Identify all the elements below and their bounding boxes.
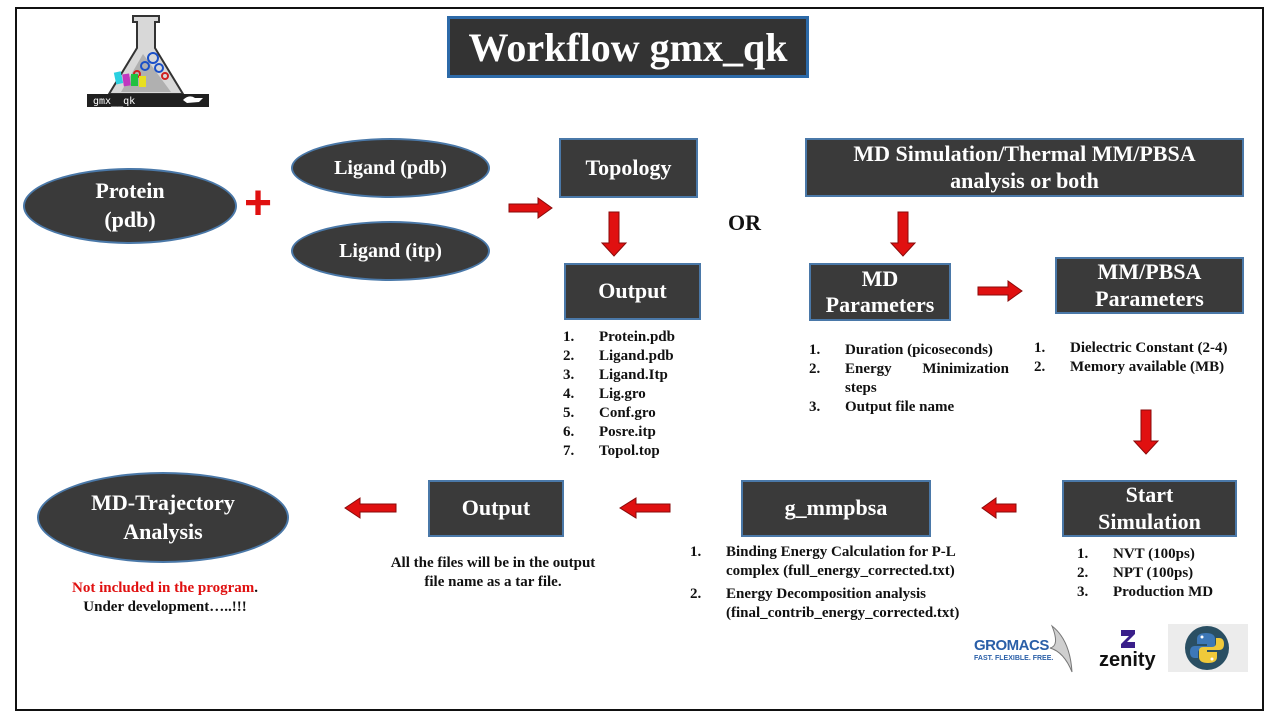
md-parameters-box: MD Parameters	[809, 263, 951, 321]
arrow-right-to-mmpbsa	[977, 280, 1023, 302]
list-item: 4.Lig.gro	[563, 386, 646, 402]
list-item: 3.Production MD	[1077, 584, 1214, 600]
list-item: 2.NPT (100ps)	[1077, 565, 1194, 581]
list-item: 2.Energy Minimization steps	[809, 361, 1009, 396]
md-choice-box: MD Simulation/Thermal MM/PBSA analysis o…	[805, 138, 1244, 197]
python-icon	[1185, 626, 1229, 670]
g-mmpbsa-box: g_mmpbsa	[741, 480, 931, 537]
arrow-left-to-output	[619, 497, 671, 519]
or-label: OR	[728, 210, 761, 235]
topology-output-list: 1.Protein.pdb 2.Ligand.pdb 3.Ligand.Itp …	[563, 328, 723, 461]
gmx-qk-flask-logo: gmx__qk	[87, 15, 209, 107]
zenity-z-icon	[1121, 630, 1135, 648]
zenity-logo: zenity	[1096, 628, 1162, 674]
gmx-qk-logo-label: gmx__qk	[93, 96, 135, 107]
final-output-box: Output	[428, 480, 564, 537]
list-item: 1.Duration (picoseconds)	[809, 342, 993, 358]
list-item: 7.Topol.top	[563, 443, 660, 459]
analysis-note: Not included in the program. Under devel…	[40, 579, 290, 617]
mmpbsa-parameters-box: MM/PBSA Parameters	[1055, 257, 1244, 314]
workflow-title: Workflow gmx_qk	[447, 16, 809, 78]
gromacs-tagline: FAST. FLEXIBLE. FREE.	[974, 655, 1054, 662]
arrow-down-to-md-params	[889, 211, 917, 257]
arrow-left-to-g-mmpbsa	[981, 497, 1017, 519]
final-output-note: All the files will be in the output file…	[390, 555, 596, 590]
ligand-pdb-node: Ligand (pdb)	[291, 138, 490, 198]
arrow-right-to-topology	[508, 197, 553, 219]
note-period: .	[254, 580, 258, 596]
list-item: 5.Conf.gro	[563, 405, 656, 421]
not-included-text: Not included in the program	[72, 580, 255, 596]
python-logo	[1168, 624, 1248, 672]
list-item: 3.Output file name	[809, 399, 955, 415]
list-item: 1.Binding Energy Calculation for P-L com…	[690, 544, 955, 579]
list-item: 6.Posre.itp	[563, 424, 656, 440]
list-item: 3.Ligand.Itp	[563, 367, 668, 383]
list-item: 1.Protein.pdb	[563, 329, 675, 345]
md-parameters-list: 1.Duration (picoseconds) 2.Energy Minimi…	[809, 341, 1009, 417]
start-simulation-box: Start Simulation	[1062, 480, 1237, 537]
plus-sign: +	[244, 177, 273, 230]
mmpbsa-parameters-list: 1.Dielectric Constant (2-4) 2.Memory ava…	[1034, 339, 1254, 377]
start-simulation-list: 1.NVT (100ps) 2.NPT (100ps) 3.Production…	[1077, 545, 1247, 602]
list-item: 2.Ligand.pdb	[563, 348, 674, 364]
list-item: 1.NVT (100ps)	[1077, 546, 1195, 562]
md-trajectory-analysis-node: MD-Trajectory Analysis	[37, 472, 289, 563]
g-mmpbsa-list: 1.Binding Energy Calculation for P-L com…	[690, 543, 990, 623]
zenity-logo-text: zenity	[1099, 649, 1156, 671]
arrow-left-to-analysis	[344, 497, 397, 519]
gromacs-logo-text: GROMACS	[974, 637, 1049, 654]
list-item: 2.Memory available (MB)	[1034, 359, 1225, 375]
gromacs-logo: GROMACS FAST. FLEXIBLE. FREE.	[970, 622, 1080, 674]
under-development-text: Under development…..!!!	[83, 599, 247, 615]
list-item: 2.Energy Decomposition analysis (final_c…	[690, 586, 960, 621]
list-item: 1.Dielectric Constant (2-4)	[1034, 340, 1228, 356]
arrow-down-to-start-sim	[1132, 409, 1160, 455]
swallow-icon	[1049, 624, 1073, 673]
diagram-frame	[15, 7, 1264, 711]
arrow-down-to-output	[600, 211, 628, 257]
protein-input-node: Protein (pdb)	[23, 168, 237, 244]
topology-box: Topology	[559, 138, 698, 198]
ligand-itp-node: Ligand (itp)	[291, 221, 490, 281]
topology-output-box: Output	[564, 263, 701, 320]
